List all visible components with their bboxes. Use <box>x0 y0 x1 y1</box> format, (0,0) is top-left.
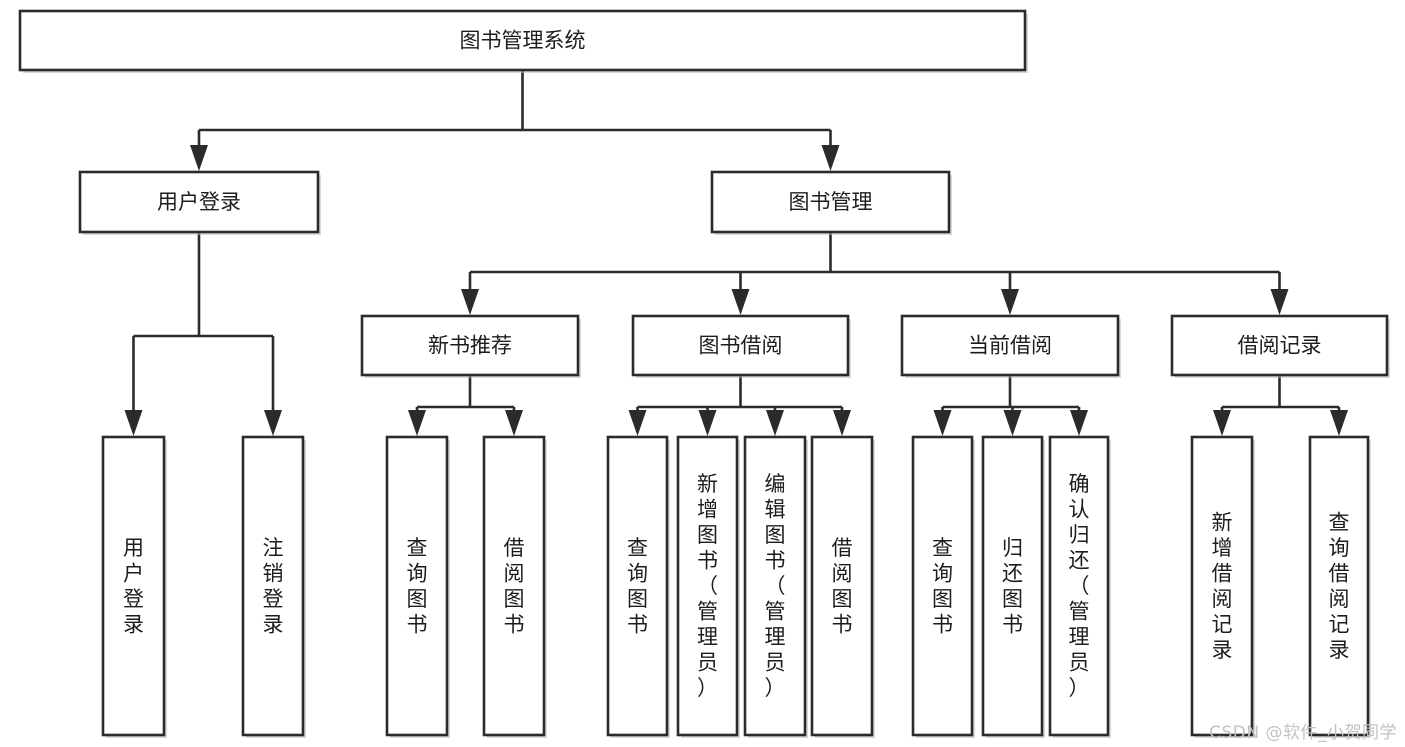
node-label: 注销登录 <box>263 536 284 637</box>
arrowhead-icon <box>461 289 479 315</box>
node-borrow-record[interactable]: 借阅记录 <box>1170 314 1390 378</box>
node-box <box>981 435 1044 737</box>
node-box <box>78 170 320 234</box>
arrowhead-icon <box>933 410 952 436</box>
watermark-text: CSDN @软件_小贺同学 <box>1209 723 1397 743</box>
node-leaf-borrow-book-2[interactable]: 借阅图书 <box>810 435 875 738</box>
node-label: 新书推荐 <box>428 334 512 358</box>
node-label: 用户登录 <box>123 536 144 637</box>
arrowhead-icon <box>408 410 426 436</box>
node-leaf-query-record[interactable]: 查询借阅记录 <box>1308 435 1371 738</box>
edge-group-root <box>190 70 840 171</box>
node-label: 查询图书 <box>932 536 953 637</box>
node-label: 查询借阅记录 <box>1329 510 1350 662</box>
arrowhead-icon <box>1070 410 1088 436</box>
node-label: 当前借阅 <box>968 334 1052 358</box>
node-box <box>360 314 580 377</box>
node-box <box>241 435 305 737</box>
arrowhead-icon <box>821 145 840 171</box>
node-box <box>18 9 1027 72</box>
node-box <box>101 435 166 737</box>
arrowhead-icon <box>1001 289 1019 315</box>
node-label: 新增借阅记录 <box>1212 510 1233 662</box>
node-book-manage[interactable]: 图书管理 <box>710 170 952 235</box>
node-leaf-confirm-return[interactable]: 确认归还（管理员） <box>1048 435 1111 738</box>
node-leaf-logout[interactable]: 注销登录 <box>241 435 306 738</box>
node-label: 图书管理 <box>789 190 873 214</box>
arrowhead-icon <box>766 410 784 436</box>
node-label: 用户登录 <box>157 190 241 214</box>
node-label: 借阅图书 <box>832 536 853 637</box>
edge-group-borrow-record <box>1213 375 1348 436</box>
arrowhead-icon <box>698 410 717 436</box>
node-box <box>911 435 974 737</box>
edge-group-current-borrow <box>933 375 1088 436</box>
node-box <box>1048 435 1110 737</box>
node-leaf-borrow-book-1[interactable]: 借阅图书 <box>482 435 547 738</box>
arrowhead-icon <box>731 289 750 315</box>
node-new-book-rec[interactable]: 新书推荐 <box>360 314 581 378</box>
node-label: 编辑图书（管理员） <box>765 472 786 700</box>
node-leaf-query-book-1[interactable]: 查询图书 <box>385 435 450 738</box>
node-user-login[interactable]: 用户登录 <box>78 170 321 235</box>
node-box <box>676 435 739 737</box>
edge-group-book-borrow <box>628 375 851 436</box>
node-label: 借阅图书 <box>504 536 525 637</box>
arrowhead-icon <box>264 410 282 436</box>
node-label: 查询图书 <box>407 536 428 637</box>
edge-group-new-book-rec <box>408 375 523 436</box>
node-box <box>710 170 951 234</box>
arrowhead-icon <box>190 145 208 171</box>
node-label: 新增图书（管理员） <box>697 472 718 700</box>
nodes-layer: 图书管理系统用户登录图书管理新书推荐图书借阅当前借阅借阅记录用户登录注销登录查询… <box>18 9 1390 738</box>
node-label: 借阅记录 <box>1238 334 1322 358</box>
node-leaf-return-book[interactable]: 归还图书 <box>981 435 1045 738</box>
node-book-borrow[interactable]: 图书借阅 <box>631 314 851 378</box>
node-box <box>606 435 669 737</box>
edge-group-user-login <box>124 232 282 436</box>
node-label: 图书借阅 <box>699 334 783 358</box>
node-leaf-query-book-3[interactable]: 查询图书 <box>911 435 975 738</box>
node-leaf-user-login[interactable]: 用户登录 <box>101 435 167 738</box>
node-leaf-add-record[interactable]: 新增借阅记录 <box>1190 435 1255 738</box>
node-root[interactable]: 图书管理系统 <box>18 9 1028 73</box>
arrowhead-icon <box>505 410 523 436</box>
node-label: 查询图书 <box>627 536 648 637</box>
node-label: 图书管理系统 <box>460 29 586 53</box>
node-leaf-query-book-2[interactable]: 查询图书 <box>606 435 670 738</box>
edges-layer <box>124 70 1348 436</box>
arrowhead-icon <box>1330 410 1348 436</box>
arrowhead-icon <box>833 410 851 436</box>
arrowhead-icon <box>1003 410 1022 436</box>
node-box <box>631 314 850 377</box>
arrowhead-icon <box>1270 289 1289 315</box>
arrowhead-icon <box>628 410 647 436</box>
node-box <box>1170 314 1389 377</box>
node-box <box>743 435 807 737</box>
node-leaf-edit-book[interactable]: 编辑图书（管理员） <box>743 435 808 738</box>
node-box <box>900 314 1120 377</box>
node-leaf-add-book[interactable]: 新增图书（管理员） <box>676 435 740 738</box>
node-box <box>1190 435 1254 737</box>
node-box <box>385 435 449 737</box>
node-box <box>810 435 874 737</box>
arrowhead-icon <box>124 410 143 436</box>
node-current-borrow[interactable]: 当前借阅 <box>900 314 1121 378</box>
edge-group-book-manage <box>461 232 1289 315</box>
node-box <box>1308 435 1370 737</box>
node-box <box>482 435 546 737</box>
node-label: 归还图书 <box>1002 536 1023 637</box>
node-label: 确认归还（管理员） <box>1069 472 1090 700</box>
arrowhead-icon <box>1213 410 1231 436</box>
